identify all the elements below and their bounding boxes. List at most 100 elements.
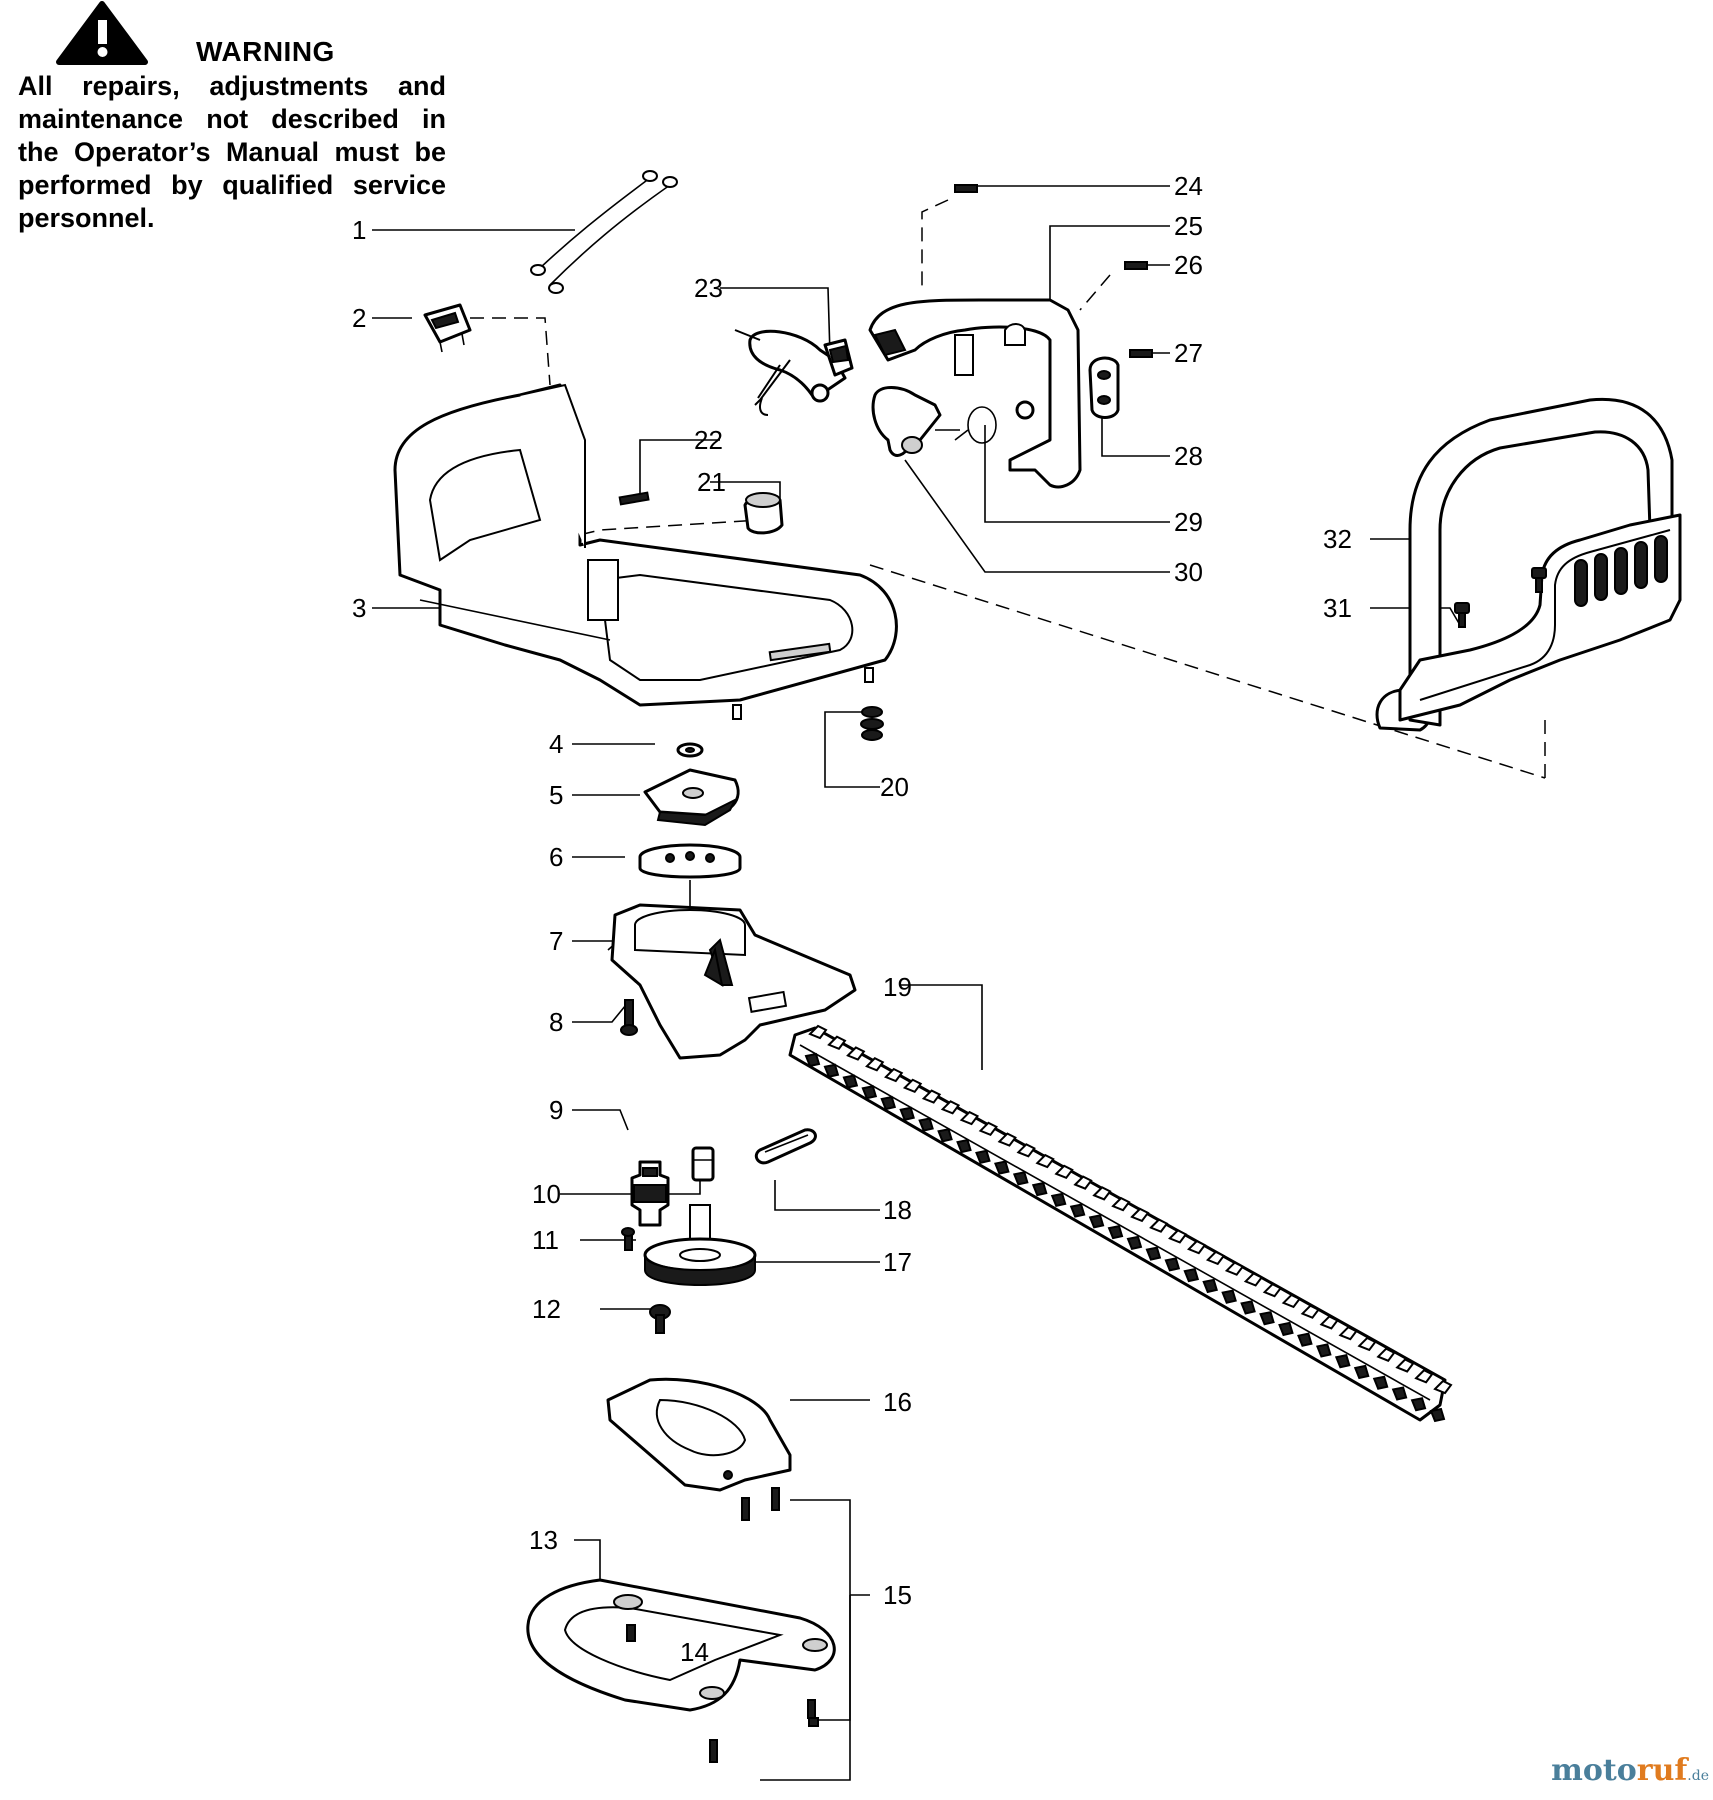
callout-11: 11 <box>532 1225 559 1255</box>
lower-gear-parts <box>621 1146 757 1334</box>
blade-tooth-upper <box>1205 1250 1226 1266</box>
blade-tooth-upper <box>883 1067 904 1083</box>
callout-26: 26 <box>1174 250 1203 280</box>
blade-tooth-lower <box>899 1106 915 1121</box>
callout-18: 18 <box>883 1195 912 1225</box>
blade-tooth-lower <box>1088 1214 1105 1229</box>
blade-tooth-upper <box>1338 1325 1358 1341</box>
callout-3: 3 <box>352 593 367 623</box>
callout-1: 1 <box>352 215 367 245</box>
callout-16: 16 <box>883 1387 912 1417</box>
blade-tooth-upper <box>1357 1336 1377 1352</box>
callout-21: 21 <box>697 467 726 497</box>
guard-vent-slot <box>1634 541 1648 589</box>
watermark-logo: motoruf.de <box>1551 1753 1709 1788</box>
callout-30: 30 <box>1174 557 1203 587</box>
side-cover-part <box>1088 356 1120 419</box>
guard-vent-slots <box>1574 535 1668 607</box>
callout-5: 5 <box>549 780 564 810</box>
blade-tooth-upper <box>902 1078 923 1094</box>
torsion-spring-part <box>954 406 997 444</box>
watermark-part-3: .de <box>1687 1768 1709 1784</box>
blade-tooth-upper <box>1300 1304 1320 1319</box>
callout-2: 2 <box>352 303 367 333</box>
blade-tooth-lower <box>842 1074 859 1089</box>
blade-tooth-lower <box>956 1138 972 1154</box>
callout-12: 12 <box>532 1294 561 1324</box>
callout-6: 6 <box>549 842 564 872</box>
guard-vent-slot <box>1654 535 1668 583</box>
blade-tooth-upper <box>1262 1282 1283 1298</box>
callout-20: 20 <box>880 772 909 802</box>
callout-22: 22 <box>694 425 723 455</box>
blade-tooth-lower <box>1107 1224 1124 1240</box>
watermark-part-1: moto <box>1551 1753 1637 1788</box>
callout-24: 24 <box>1174 171 1203 201</box>
callout-31: 31 <box>1323 593 1352 623</box>
blade-tooth-lower <box>1069 1203 1086 1218</box>
warning-triangle-icon <box>56 1 148 65</box>
blade-tooth-upper <box>940 1100 961 1115</box>
blade-tooth-lower <box>1372 1375 1389 1390</box>
front-handle-part <box>1375 397 1682 732</box>
handle-cover-part <box>868 298 1082 489</box>
blade-tooth-upper <box>1054 1164 1074 1180</box>
leader-lines <box>372 185 1546 1781</box>
warning-title: WARNING <box>196 36 335 67</box>
blade-tooth-lower <box>1126 1235 1143 1251</box>
blade-tooth-upper <box>1168 1229 1188 1244</box>
guard-screws-part <box>1454 567 1547 628</box>
blade-tooth-upper <box>1187 1239 1207 1255</box>
blade-tooth-lower <box>1315 1343 1332 1358</box>
blade-tooth-upper <box>1376 1347 1396 1362</box>
callout-7: 7 <box>549 926 564 956</box>
spring-part <box>860 706 884 741</box>
blade-tooth-upper <box>959 1110 980 1126</box>
rear-handle-part <box>393 383 898 720</box>
blade-tooth-upper <box>827 1035 847 1050</box>
blade-tooth-upper <box>1149 1218 1169 1233</box>
blade-tooth-lower <box>823 1063 840 1078</box>
blade-tooth-lower <box>1391 1386 1408 1401</box>
blade-tooth-lower <box>1297 1332 1313 1347</box>
lower-cover-part <box>606 1377 792 1521</box>
callout-27: 27 <box>1174 338 1203 368</box>
blade-tooth-lower <box>937 1128 953 1143</box>
blade-tooth-upper <box>1130 1207 1150 1223</box>
blade-tooth-upper <box>1111 1196 1131 1212</box>
switch-part <box>423 303 472 353</box>
bottom-plate-part <box>526 1578 836 1763</box>
blade-tooth-lower <box>918 1117 934 1132</box>
callout-25: 25 <box>1174 211 1203 241</box>
key-part <box>754 1128 817 1165</box>
blade-tooth-lower <box>1429 1407 1446 1423</box>
upper-gear-parts <box>638 742 742 925</box>
callout-13: 13 <box>529 1525 558 1555</box>
blade-tooth-lower <box>1145 1246 1162 1261</box>
guard-vent-slot <box>1614 547 1628 595</box>
guard-vent-slot <box>1574 559 1588 607</box>
watermark-part-2: ruf <box>1636 1753 1688 1788</box>
blade-tooth-upper <box>808 1024 828 1040</box>
blade-tooth-lower <box>1410 1397 1427 1412</box>
screw-8-part <box>620 999 638 1036</box>
callout-15: 15 <box>883 1580 912 1610</box>
blade-tooth-upper <box>1243 1272 1264 1287</box>
cap-and-screw-parts <box>618 491 784 535</box>
blade-tooth-lower <box>1164 1257 1181 1272</box>
blade-tooth-upper <box>1016 1143 1036 1158</box>
blade-tooth-lower <box>1012 1171 1029 1186</box>
blade-tooth-lower <box>1183 1267 1200 1283</box>
callout-10: 10 <box>532 1179 561 1209</box>
callout-23: 23 <box>694 273 723 303</box>
blade-tooth-upper <box>1433 1379 1453 1395</box>
blade-tooth-upper <box>846 1046 866 1061</box>
blade-tooth-upper <box>1224 1261 1245 1276</box>
callout-9: 9 <box>549 1095 564 1125</box>
wire-harness-part <box>530 170 678 294</box>
blade-tooth-upper <box>1092 1186 1112 1201</box>
callout-32: 32 <box>1323 524 1352 554</box>
callout-19: 19 <box>883 972 912 1002</box>
blade-tooth-upper <box>1414 1369 1434 1384</box>
